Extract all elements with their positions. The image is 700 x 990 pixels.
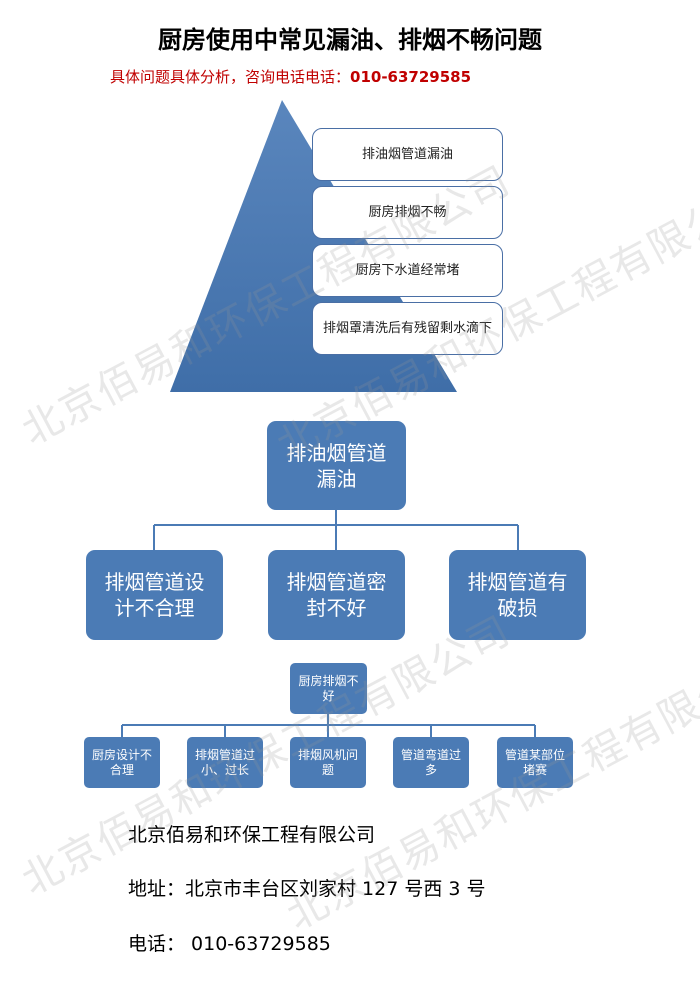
pyramid-level-3: 厨房下水道经常堵 [312,244,503,297]
tree2-child-4: 管道弯道过多 [393,737,469,788]
footer-company: 北京佰易和环保工程有限公司 [128,824,376,846]
tree1-child-3: 排烟管道有破损 [449,550,586,640]
consult-line: 具体问题具体分析，咨询电话电话：010-63729585 [110,66,471,87]
pyramid-level-2: 厨房排烟不畅 [312,186,503,239]
tree2-child-5: 管道某部位堵赛 [497,737,573,788]
page-title: 厨房使用中常见漏油、排烟不畅问题 [158,26,542,54]
tree1-child-1: 排烟管道设计不合理 [86,550,223,640]
consult-text: 具体问题具体分析，咨询电话电话： [110,68,351,86]
pyramid-level-1: 排油烟管道漏油 [312,128,503,181]
tree2-child-1: 厨房设计不合理 [84,737,160,788]
tree2-child-3: 排烟风机问题 [290,737,366,788]
tree1-child-2: 排烟管道密封不好 [268,550,405,640]
footer-address: 地址：北京市丰台区刘家村 127 号西 3 号 [128,878,486,900]
consult-phone: 010-63729585 [350,68,472,86]
tree1-root: 排油烟管道漏油 [267,421,406,510]
tree2-root: 厨房排烟不好 [290,663,367,714]
tree2-child-2: 排烟管道过小、过长 [187,737,263,788]
footer-phone: 电话： 010-63729585 [128,933,331,955]
pyramid-level-4: 排烟罩清洗后有残留剩水滴下 [312,302,503,355]
